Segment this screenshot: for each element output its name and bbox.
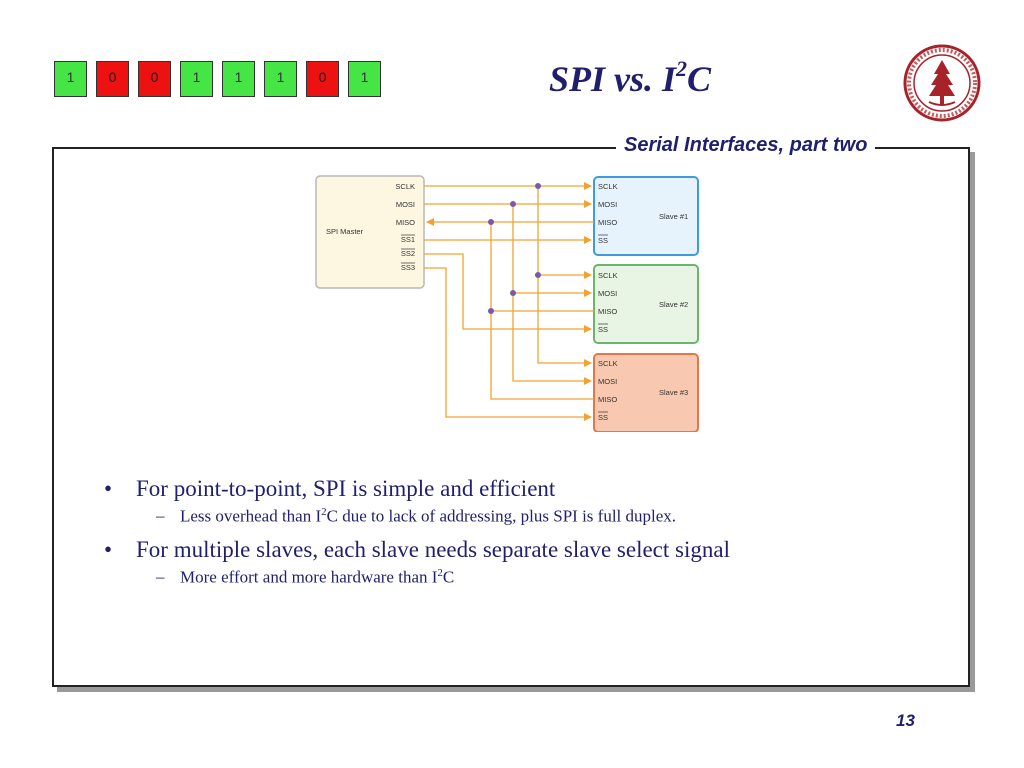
slave-pin-miso: MISO — [598, 307, 617, 316]
slave-1-label: Slave #1 — [659, 212, 688, 221]
slave-pin-sclk: SCLK — [598, 182, 618, 191]
sub-bullet-item: Less overhead than I2C due to lack of ad… — [104, 506, 730, 527]
slave-pin-miso: MISO — [598, 218, 617, 227]
page-number: 13 — [896, 711, 915, 730]
title-main: SPI vs. I — [549, 59, 677, 99]
spi-master-block — [315, 175, 425, 289]
master-pin-sclk: SCLK — [395, 182, 415, 191]
ss3-wire — [424, 267, 592, 421]
slave-2-label: Slave #2 — [659, 300, 688, 309]
sub-bullet-item: More effort and more hardware than I2C — [104, 567, 730, 588]
title-superscript: 2 — [676, 56, 688, 81]
slave-pin-miso: MISO — [598, 395, 617, 404]
title-end: C — [687, 59, 712, 99]
bullet-item: For point-to-point, SPI is simple and ef… — [104, 476, 730, 502]
slave-pin-ss: SS — [598, 413, 608, 422]
bit-box: 1 — [264, 61, 297, 97]
bit-row: 1 0 0 1 1 1 0 1 — [54, 61, 381, 97]
spi-master-label: SPI Master — [326, 227, 364, 236]
slave-2-block: Slave #2 SCLK MOSI MISO SS — [593, 264, 699, 344]
miso-wire — [490, 311, 594, 400]
sub-bullet-superscript: 2 — [321, 506, 327, 518]
stanford-seal-icon — [903, 44, 981, 122]
spi-diagram: SPI Master SCLK MOSI MISO SS1 SS2 SS3 Sl… — [315, 175, 699, 432]
slave-pin-sclk: SCLK — [598, 271, 618, 280]
slide-subtitle: Serial Interfaces, part two — [616, 134, 876, 157]
master-pin-ss1: SS1 — [401, 235, 415, 244]
miso-wire — [490, 222, 594, 312]
slave-pin-ss: SS — [598, 236, 608, 245]
slave-pin-sclk: SCLK — [598, 359, 618, 368]
slave-3-block: Slave #3 SCLK MOSI MISO SS — [593, 353, 699, 432]
mosi-wire — [512, 204, 592, 297]
wire-junction — [535, 272, 541, 278]
slave-pin-ss: SS — [598, 325, 608, 334]
sclk-wire — [537, 275, 592, 367]
wire-junction — [535, 183, 541, 189]
sclk-wire — [537, 186, 592, 279]
bullet-item: For multiple slaves, each slave needs se… — [104, 537, 730, 563]
slave-1-block: Slave #1 SCLK MOSI MISO SS — [593, 176, 699, 256]
page-title: SPI vs. I2C — [549, 56, 712, 100]
ss2-wire — [424, 253, 592, 333]
bit-box: 0 — [306, 61, 339, 97]
wire-junction — [488, 219, 494, 225]
slave-3-label: Slave #3 — [659, 388, 688, 397]
wire-junction — [510, 201, 516, 207]
bit-box: 1 — [348, 61, 381, 97]
master-pin-ss3: SS3 — [401, 263, 415, 272]
bit-box: 1 — [180, 61, 213, 97]
slave-pin-mosi: MOSI — [598, 200, 617, 209]
bit-box: 1 — [222, 61, 255, 97]
master-pin-ss2: SS2 — [401, 249, 415, 258]
sub-bullet-superscript: 2 — [437, 566, 443, 579]
slave-pin-mosi: MOSI — [598, 289, 617, 298]
bit-box: 0 — [138, 61, 171, 97]
wire-junction — [488, 308, 494, 314]
sub-bullet-text: More effort and more hardware than I — [180, 567, 438, 587]
mosi-wire — [512, 293, 592, 385]
wire-junction — [510, 290, 516, 296]
sub-bullet-text: Less overhead than I — [180, 506, 322, 526]
slave-pin-mosi: MOSI — [598, 377, 617, 386]
sub-bullet-text: C — [442, 567, 455, 587]
master-pin-miso: MISO — [396, 218, 415, 227]
bullet-list: For point-to-point, SPI is simple and ef… — [104, 476, 730, 587]
master-pin-mosi: MOSI — [396, 200, 415, 209]
bit-box: 1 — [54, 61, 87, 97]
bit-box: 0 — [96, 61, 129, 97]
sub-bullet-text: C due to lack of addressing, plus SPI is… — [326, 506, 677, 526]
